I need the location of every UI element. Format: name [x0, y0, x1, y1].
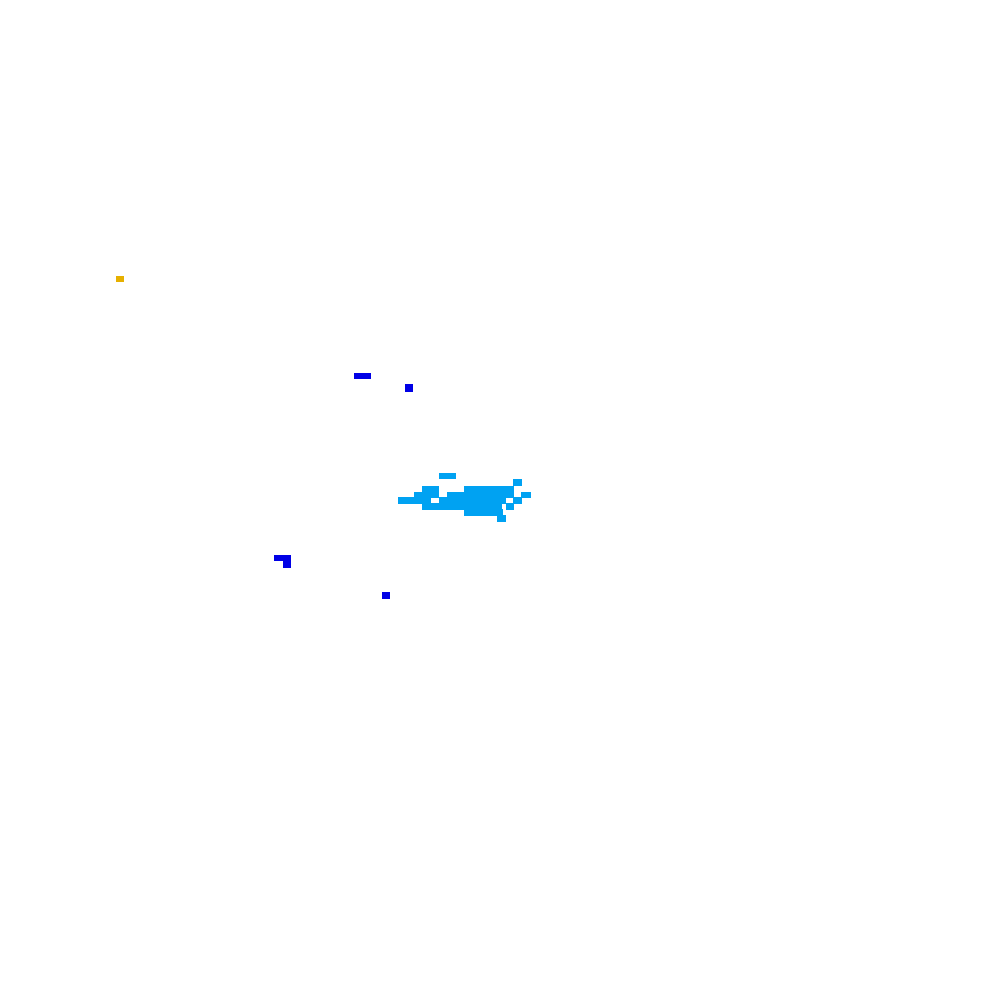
cluster-block [439, 497, 506, 504]
cluster-block [439, 473, 456, 479]
cluster-block [422, 503, 502, 510]
cluster-block [521, 492, 531, 498]
cluster-block [464, 509, 503, 516]
yellow-pixel [116, 276, 124, 282]
blue-pixel-dot [382, 592, 390, 599]
cluster-block [398, 497, 431, 504]
blue-pixel-hook-top [274, 555, 291, 561]
cluster-block [506, 503, 514, 510]
blue-pixel-dash [354, 373, 371, 379]
cluster-block [422, 486, 439, 493]
cluster-block [513, 479, 522, 486]
cluster-block [513, 497, 522, 504]
blue-pixel-dot [405, 384, 413, 392]
cluster-block [447, 492, 514, 498]
cluster-block [414, 492, 439, 498]
blue-pixel-hook-side [283, 561, 291, 568]
cluster-block [497, 515, 506, 522]
cluster-block [464, 486, 514, 493]
